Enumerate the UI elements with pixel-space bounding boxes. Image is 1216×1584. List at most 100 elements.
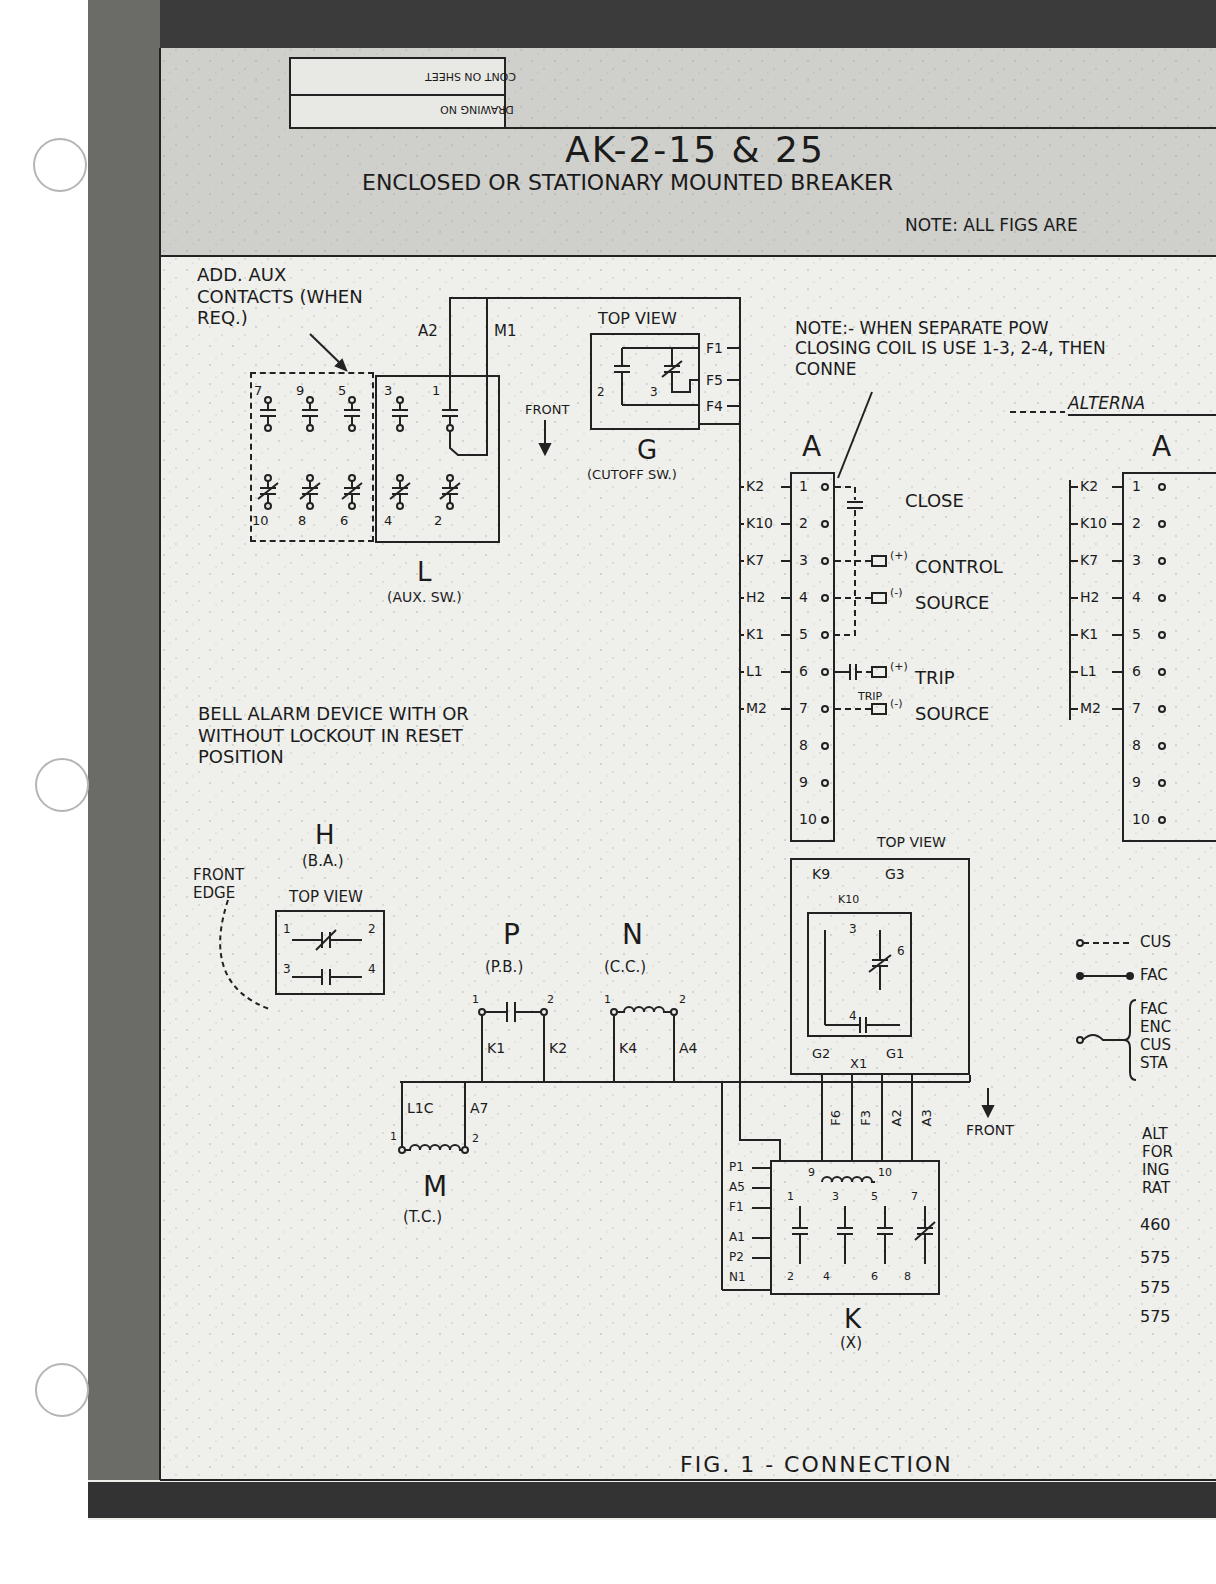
diagram-label: 4 [368,962,376,976]
diagram-label: H2 [746,589,765,606]
diagram-label: A2 [418,322,438,340]
diagram-label: F3 [858,1110,874,1126]
diagram-label: 7 [799,700,808,717]
diagram-label: F6 [828,1110,844,1126]
diagram-label: K10 [838,893,859,906]
diagram-label: (C.C.) [604,958,646,976]
terminal-board: A [790,472,835,842]
diagram-label: NOTE: ALL FIGS ARE [905,215,1078,235]
diagram-label: A5 [729,1180,745,1194]
node-text: (CUTOFF SW.) [587,467,677,483]
diagram-label: NOTE:- WHEN SEPARATE POW CLOSING COIL IS… [795,318,1125,379]
legend-text: FAC [1140,966,1188,984]
diagram-label: K2 [549,1040,567,1057]
diagram-label: 1 [472,993,479,1006]
diagram-label: N1 [729,1270,746,1284]
figure-caption: FIG. 1 - CONNECTION [680,1452,953,1478]
diagram-label: G3 [885,866,905,883]
diagram-label: 1 [390,1130,397,1143]
diagram-label: 460 [1140,1215,1171,1234]
diagram-label: FRONT [966,1122,1014,1139]
node-text: A [802,430,821,464]
diagram-label: K7 [1080,552,1098,569]
node-text: TOP VIEW [289,888,363,906]
diagram-label: BELL ALARM DEVICE WITH OR WITHOUT LOCKOU… [198,703,543,768]
diagram-label: 3 [650,385,658,399]
diagram-label: 10 [799,811,817,828]
diagram-label: TRIP [915,667,955,689]
diagram-label: K7 [746,552,764,569]
node-text: H [315,820,335,851]
diagram-label: K1 [1080,626,1098,643]
node-text: 6 [897,944,905,958]
diagram-label: (P.B.) [485,958,523,976]
diagram-label: P1 [729,1160,744,1174]
diagram-label: K10 [1080,515,1107,532]
diagram-label: FRONT EDGE [193,866,255,902]
aux-contact-box: ADD. AUX CONTACTS (WHEN REQ.) [250,372,374,542]
diagram-label: F5 [706,372,723,389]
diagram-label: M1 [494,322,517,340]
diagram-label: 2 [787,1270,794,1283]
diagram-label: 1 [283,922,291,936]
diagram-label: H2 [1080,589,1099,606]
diagram-label: (-) [890,586,903,599]
diagram-label: 1 [432,383,440,399]
diagram-label: 3 [283,962,291,976]
diagram-label: 3 [384,383,392,399]
diagram-label: 575 [1140,1278,1171,1297]
diagram-label: M [423,1170,447,1204]
drawing-title: AK-2-15 & 25 [565,128,825,171]
relay-inner-box: 364 [807,912,912,1037]
diagram-label: M2 [1080,700,1101,717]
diagram-label: (+) [890,549,908,562]
diagram-label: 4 [1132,589,1141,606]
legend-text: CUS [1140,933,1188,951]
diagram-label: L1C [407,1100,433,1117]
diagram-label: 2 [472,1132,479,1145]
diagram-label: 2 [434,513,442,529]
node-text: TOP VIEW [877,834,946,851]
diagram-label: 7 [254,383,262,399]
diagram-label: DRAWING NO [440,103,514,116]
diagram-label: K10 [746,515,773,532]
diagram-label: F1 [706,340,723,357]
legend-text: FAC ENC CUS STA [1140,1000,1188,1072]
diagram-label: M2 [746,700,767,717]
diagram-label: 9 [296,383,304,399]
diagram-label: A2 [888,1109,904,1126]
node-text: (X) [840,1334,862,1352]
diagram-label: (+) [890,660,908,673]
diagram-label: 575 [1140,1248,1171,1267]
diagram-label: G1 [886,1046,904,1062]
diagram-label: 1 [787,1190,794,1203]
node-text: L [417,557,432,588]
diagram-label: 10 [252,513,269,529]
diagram-label: 1 [604,993,611,1006]
diagram-label: 5 [338,383,346,399]
diagram-label: ENCLOSED OR STATIONARY MOUNTED BREAKER [362,170,893,196]
diagram-label: 1 [1132,478,1141,495]
diagram-label: A4 [679,1040,697,1057]
diagram-label: 10 [1132,811,1150,828]
diagram-label: 1 [799,478,808,495]
node-text: (B.A.) [302,852,344,870]
diagram-label: (-) [890,697,903,710]
diagram-label: L1 [746,663,763,680]
wire-connector [487,298,780,1160]
relay-top-view-box: TOP VIEW364 [790,858,970,1075]
diagram-label: 6 [340,513,348,529]
diagram-label: X1 [850,1056,867,1072]
node-text: TOP VIEW [598,309,677,328]
diagram-label: F1 [729,1200,744,1214]
node-text: ADD. AUX CONTACTS (WHEN REQ.) [197,264,387,329]
diagram-label: 9 [808,1166,815,1179]
diagram-label: 4 [384,513,392,529]
diagram-label: 4 [823,1270,830,1283]
cutoff-switch-box: TOP VIEWG(CUTOFF SW.) [590,333,700,430]
diagram-label: K2 [1080,478,1098,495]
diagram-label: 4 [799,589,808,606]
diagram-label: K9 [812,866,830,883]
